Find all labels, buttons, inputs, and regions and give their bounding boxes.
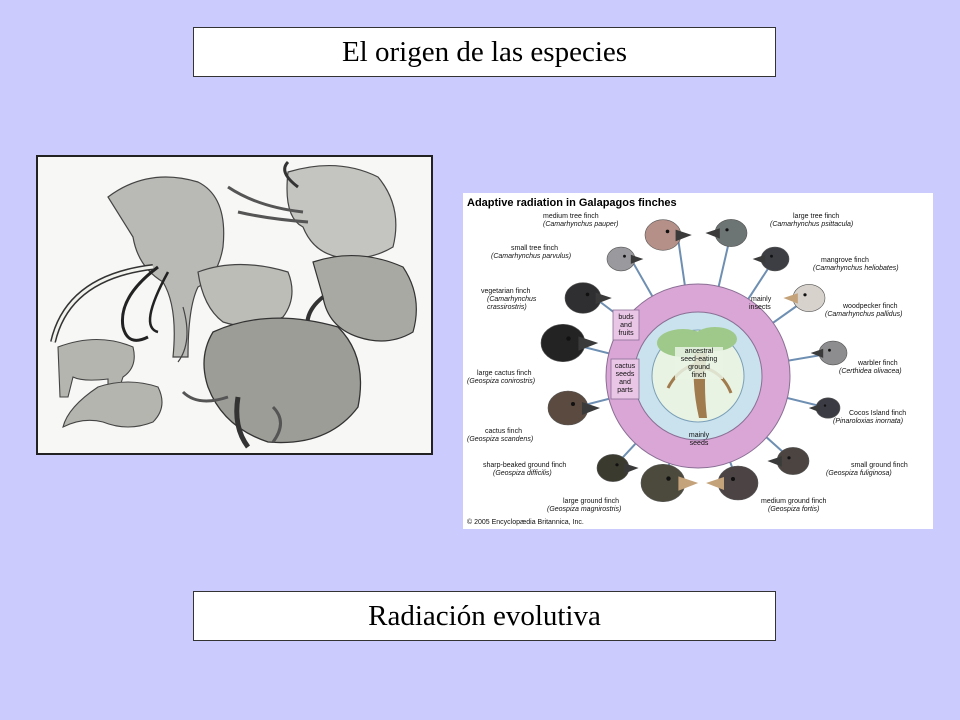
finch-head-icon: [752, 246, 790, 272]
svg-text:(Camarhynchus pauper): (Camarhynchus pauper): [543, 221, 618, 228]
svg-text:(Camarhynchus heliobates): (Camarhynchus heliobates): [813, 265, 899, 272]
finch-diagram: Adaptive radiation in Galapagos finches: [463, 193, 933, 529]
svg-text:small ground finch: small ground finch: [851, 462, 908, 469]
svg-text:sharp-beaked ground finch: sharp-beaked ground finch: [483, 462, 566, 469]
svg-text:ground: ground: [688, 364, 710, 371]
finch-head-icon: [564, 282, 612, 314]
elephant-evolution-illustration: [36, 155, 433, 455]
finch-heads: [540, 219, 848, 502]
svg-text:seed-eating: seed-eating: [681, 356, 718, 363]
svg-text:Cocos Island finch: Cocos Island finch: [849, 410, 906, 417]
slide-footer: Radiación evolutiva: [193, 591, 776, 641]
svg-text:warbler finch: warbler finch: [857, 360, 898, 367]
finch-head-icon: [606, 246, 644, 272]
svg-text:vegetarian finch: vegetarian finch: [481, 288, 531, 295]
svg-text:large cactus finch: large cactus finch: [477, 370, 532, 377]
svg-text:fruits: fruits: [618, 330, 634, 337]
svg-text:(Certhidea olivacea): (Certhidea olivacea): [839, 368, 902, 375]
svg-text:buds: buds: [618, 314, 634, 321]
diet-label-insects: mainly insects: [749, 296, 772, 311]
svg-text:seeds: seeds: [690, 440, 709, 447]
svg-text:(Geospiza fortis): (Geospiza fortis): [768, 506, 819, 513]
svg-text:cactus: cactus: [615, 363, 636, 370]
svg-text:seeds: seeds: [616, 371, 635, 378]
slide-title: El origen de las especies: [193, 27, 776, 77]
svg-text:(Geospiza scandens): (Geospiza scandens): [467, 436, 533, 443]
svg-text:woodpecker finch: woodpecker finch: [842, 303, 898, 310]
finch-head-icon: [596, 454, 639, 482]
svg-text:mainly: mainly: [751, 296, 772, 303]
finch-head-icon: [640, 463, 699, 502]
svg-text:large tree finch: large tree finch: [793, 213, 839, 220]
svg-text:small tree finch: small tree finch: [511, 245, 558, 252]
diet-label-seeds: mainly seeds: [689, 432, 710, 447]
figure-title: Adaptive radiation in Galapagos finches: [467, 197, 677, 209]
svg-text:(Camarhynchus pallidus): (Camarhynchus pallidus): [825, 311, 902, 318]
finch-head-icon: [810, 340, 848, 366]
svg-text:crassirostris): crassirostris): [487, 304, 527, 311]
center-label: ancestral seed-eating ground finch: [681, 348, 718, 379]
svg-text:parts: parts: [617, 387, 633, 394]
svg-text:(Camarhynchus: (Camarhynchus: [487, 296, 537, 303]
svg-text:(Geospiza conirostris): (Geospiza conirostris): [467, 378, 535, 385]
svg-text:mainly: mainly: [689, 432, 710, 439]
finch-radiation-figure: Adaptive radiation in Galapagos finches: [463, 193, 933, 529]
finch-head-icon: [547, 390, 600, 426]
svg-text:mangrove finch: mangrove finch: [821, 257, 869, 264]
svg-text:cactus finch: cactus finch: [485, 428, 522, 435]
svg-text:medium ground finch: medium ground finch: [761, 498, 826, 505]
svg-text:large ground finch: large ground finch: [563, 498, 619, 505]
svg-text:(Camarhynchus parvulus): (Camarhynchus parvulus): [491, 253, 571, 260]
svg-text:(Geospiza difficilis): (Geospiza difficilis): [493, 470, 552, 477]
finch-head-icon: [808, 397, 841, 419]
svg-text:ancestral: ancestral: [685, 348, 714, 355]
svg-text:and: and: [620, 322, 632, 329]
svg-text:(Camarhynchus psittacula): (Camarhynchus psittacula): [770, 221, 853, 228]
svg-text:(Pinaroloxias inornata): (Pinaroloxias inornata): [833, 418, 903, 425]
svg-text:finch: finch: [692, 372, 707, 379]
elephant-sketch-icon: [38, 157, 431, 453]
diet-label-buds: buds and fruits: [618, 314, 634, 337]
finch-head-icon: [644, 219, 692, 251]
svg-text:(Geospiza magnirostris): (Geospiza magnirostris): [547, 506, 621, 513]
finch-head-icon: [783, 284, 826, 312]
finch-labels: medium tree finch (Camarhynchus pauper) …: [467, 213, 908, 513]
buds-box: [612, 309, 640, 341]
diet-label-cactus: cactus seeds and parts: [615, 363, 636, 394]
svg-text:(Geospiza fuliginosa): (Geospiza fuliginosa): [826, 470, 892, 477]
finch-head-icon: [767, 447, 810, 475]
finch-head-icon: [540, 324, 599, 363]
finch-head-icon: [705, 219, 748, 247]
cactus-box: [610, 358, 640, 400]
svg-text:medium tree finch: medium tree finch: [543, 213, 599, 220]
finch-head-icon: [706, 465, 759, 501]
svg-text:insects: insects: [749, 304, 771, 311]
svg-text:and: and: [619, 379, 631, 386]
copyright-text: © 2005 Encyclopædia Britannica, Inc.: [467, 518, 584, 526]
